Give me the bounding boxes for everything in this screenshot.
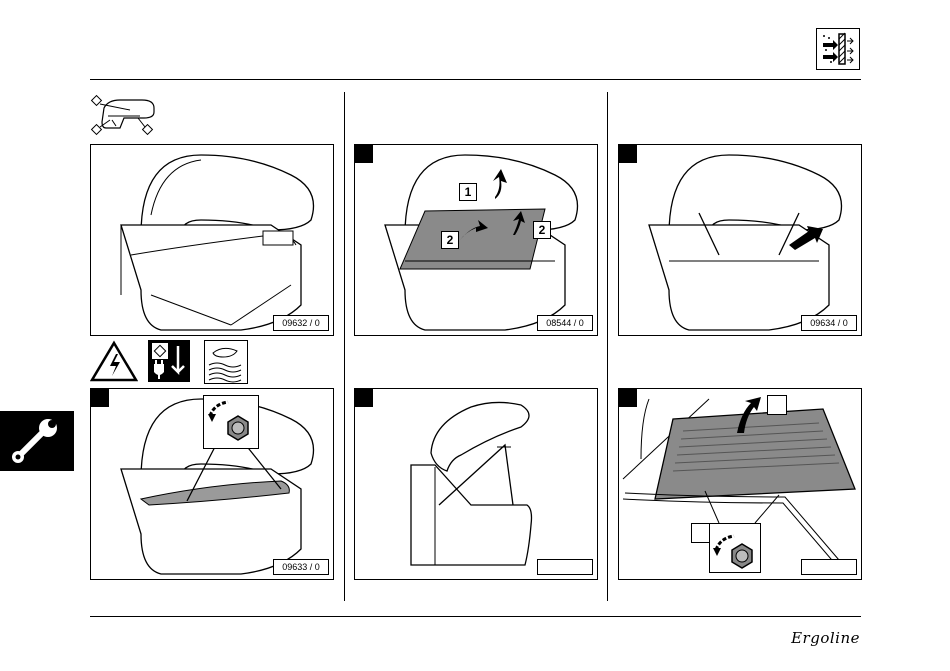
panel-step-lift-plate: 1 2 2 08544 / 0: [354, 144, 598, 336]
step-number-box: [767, 395, 787, 415]
step-number-box: [691, 523, 711, 543]
footer-rule: [90, 616, 861, 617]
maintenance-side-tab: [0, 411, 74, 471]
electrical-hazard-icon: [90, 340, 138, 382]
screw-detail-callout: [709, 523, 761, 573]
unplug-power-icon: [148, 340, 190, 382]
figure-code: 09632 / 0: [273, 315, 329, 331]
header-rule: [90, 79, 861, 80]
illustration-side-view: [355, 389, 597, 579]
bed-reference-icon: [90, 94, 162, 138]
screw-detail-callout: [203, 395, 259, 449]
illustration-lift-plate: [355, 145, 597, 335]
panel-step-support-struts: 09634 / 0: [618, 144, 862, 336]
wrench-icon: [0, 411, 74, 471]
figure-code: [537, 559, 593, 575]
figure-code: [801, 559, 857, 575]
column-divider: [607, 92, 608, 601]
callout-2-right: 2: [533, 221, 551, 239]
warning-icons: [90, 340, 250, 382]
figure-code: 09634 / 0: [801, 315, 857, 331]
panel-step-unscrew-screws: 09633 / 0: [90, 388, 334, 580]
figure-code: 08544 / 0: [537, 315, 593, 331]
callout-1: 1: [459, 183, 477, 201]
callout-2-left: 2: [441, 231, 459, 249]
figure-code: 09633 / 0: [273, 559, 329, 575]
panel-step-remove-filter-plate: [618, 388, 862, 580]
ventilation-filter-icon: [817, 29, 859, 69]
panel-step-side-view: [354, 388, 598, 580]
illustration-open-bed: [91, 145, 333, 335]
illustration-support-struts: [619, 145, 861, 335]
brand-logo: Ergoline: [791, 629, 860, 647]
hot-surface-icon: [204, 340, 248, 384]
panel-step-open-bed: 09632 / 0: [90, 144, 334, 336]
column-divider: [344, 92, 345, 601]
header-icon-box: [816, 28, 860, 70]
